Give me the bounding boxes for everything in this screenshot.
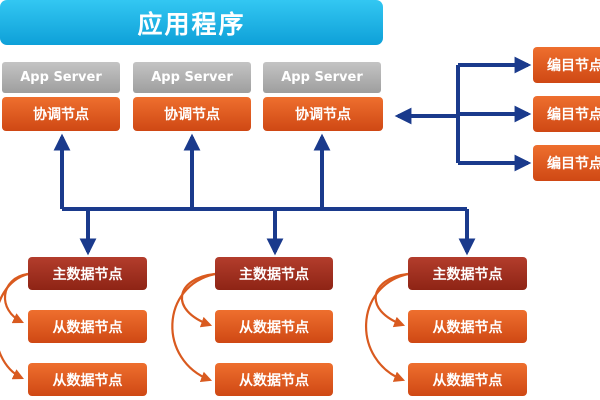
app-server-2: App Server bbox=[133, 62, 251, 93]
coordinator-node-1: 协调节点 bbox=[2, 97, 120, 131]
slave-data-node-1-2: 从数据节点 bbox=[28, 363, 147, 396]
arrow-master1-to-slave2 bbox=[0, 272, 29, 380]
arrow-master2-to-slave2 bbox=[171, 272, 216, 382]
slave-data-node-1-1: 从数据节点 bbox=[28, 310, 147, 343]
slave-data-node-3-1: 从数据节点 bbox=[408, 310, 527, 343]
master-data-node-1: 主数据节点 bbox=[28, 257, 147, 290]
arrow-master3-to-slave2 bbox=[365, 272, 409, 382]
arrow-master1-to-slave1 bbox=[4, 272, 29, 324]
compile-node-2: 编目节点 bbox=[533, 96, 600, 132]
compile-node-1: 编目节点 bbox=[533, 47, 600, 83]
coordinator-node-2: 协调节点 bbox=[133, 97, 251, 131]
application-title: 应用程序 bbox=[0, 0, 383, 45]
slave-data-node-3-2: 从数据节点 bbox=[408, 363, 527, 396]
slave-data-node-2-1: 从数据节点 bbox=[215, 310, 333, 343]
master-data-node-3: 主数据节点 bbox=[408, 257, 527, 290]
app-server-1: App Server bbox=[2, 62, 120, 93]
arrow-master2-to-slave1 bbox=[180, 272, 216, 328]
compile-node-3: 编目节点 bbox=[533, 145, 600, 181]
coordinator-node-3: 协调节点 bbox=[263, 97, 383, 131]
master-data-node-2: 主数据节点 bbox=[215, 257, 333, 290]
arrow-master3-to-slave1 bbox=[374, 272, 409, 328]
app-server-3: App Server bbox=[263, 62, 381, 93]
slave-data-node-2-2: 从数据节点 bbox=[215, 363, 333, 396]
